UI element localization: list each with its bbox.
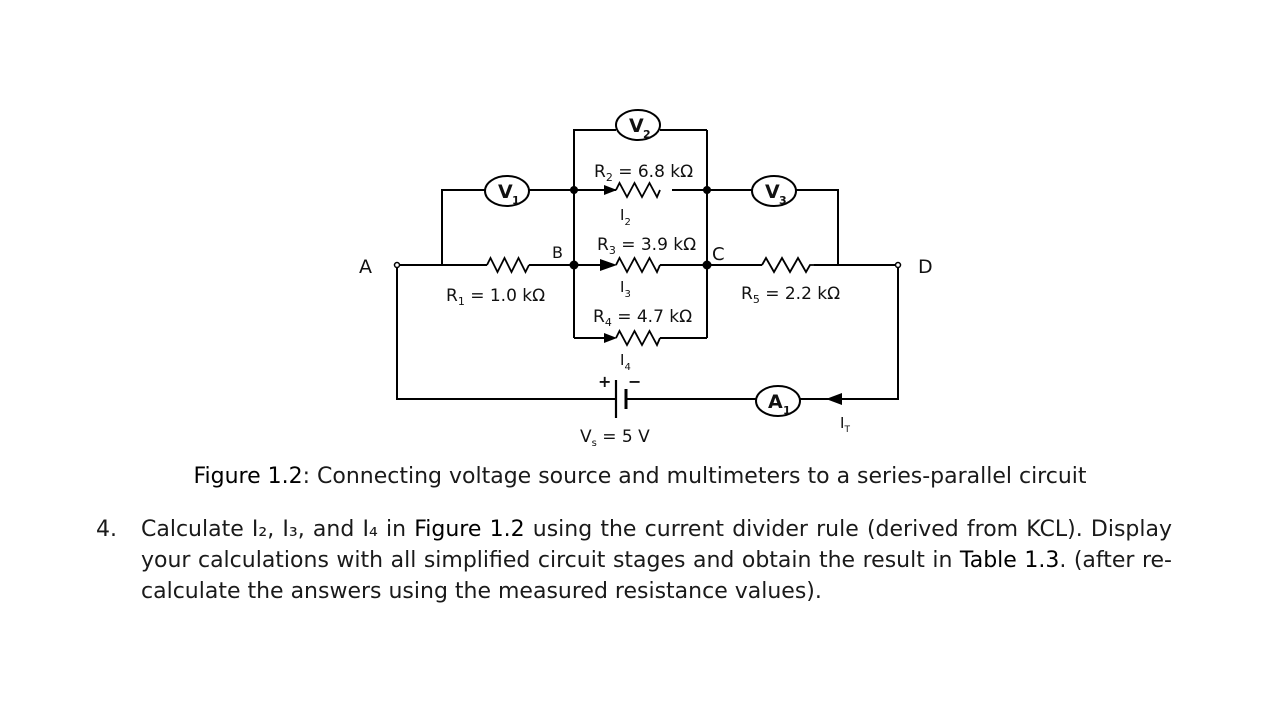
node-label-a: A <box>359 256 372 278</box>
battery-plus-label: + <box>598 372 611 391</box>
meter-label: V <box>498 181 513 203</box>
junction-dots <box>393 186 902 270</box>
question-number: 4. <box>96 517 117 542</box>
figure-reference: Figure 1.2 <box>414 517 525 542</box>
meter-label: V <box>765 181 780 203</box>
resistor-r4-label: R4 = 4.7 kΩ <box>593 307 692 329</box>
question-text-part3: . (after re-calculate the answers using … <box>141 548 1172 604</box>
resistor-r1-label: R1 = 1.0 kΩ <box>446 286 545 308</box>
resistor-r2-label: R2 = 6.8 kΩ <box>594 162 693 184</box>
resistor-r5-symbol <box>761 256 814 274</box>
circuit-wires <box>396 129 899 400</box>
node-label-b: B <box>552 243 563 262</box>
resistor-r3-symbol <box>615 256 661 275</box>
resistor-r1-symbol <box>486 255 530 275</box>
voltmeter-v3: V 3 <box>751 175 797 207</box>
meter-subscript: 2 <box>643 128 651 141</box>
question-4: 4. Calculate I₂, I₃, and I₄ in Figure 1.… <box>96 514 1172 607</box>
figure-caption: Figure 1.2: Connecting voltage source an… <box>0 462 1280 492</box>
battery-minus-label: − <box>628 372 641 391</box>
figure-caption-label: Figure 1.2 <box>193 464 303 489</box>
meter-subscript: 1 <box>512 194 520 207</box>
ammeter-a1: A 1 <box>755 385 801 417</box>
question-text-part1: Calculate I₂, I₃, and I₄ in <box>141 517 415 542</box>
source-voltage-label: Vs = 5 V <box>580 427 650 449</box>
current-label-i2: I2 <box>620 206 631 228</box>
resistor-r3-label: R3 = 3.9 kΩ <box>597 235 696 257</box>
circuit-diagram: + − V 1 V 2 V 3 A 1 A B C D R2 = 6.8 kΩ … <box>359 109 933 449</box>
question-text: Calculate I₂, I₃, and I₄ in Figure 1.2 u… <box>141 514 1172 607</box>
voltmeter-v2: V 2 <box>615 109 661 141</box>
meter-label: V <box>629 115 644 137</box>
meter-label: A <box>768 391 783 413</box>
node-label-d: D <box>918 256 933 278</box>
meter-subscript: 1 <box>783 404 791 417</box>
voltmeter-v1: V 1 <box>484 175 530 207</box>
current-label-i4: I4 <box>620 351 631 373</box>
battery-symbol: + − <box>598 372 641 418</box>
question-text-part2: using the current divider rule (derived … <box>141 517 1172 573</box>
current-label-i3: I3 <box>620 278 631 300</box>
node-label-c: C <box>712 244 725 265</box>
table-reference: Table 1.3 <box>959 548 1060 573</box>
resistor-r4-symbol <box>615 329 661 348</box>
resistor-r2-symbol <box>615 181 661 200</box>
figure-caption-text: : Connecting voltage source and multimet… <box>302 464 1087 489</box>
current-arrows <box>600 185 842 405</box>
resistor-r5-label: R5 = 2.2 kΩ <box>741 284 840 306</box>
meter-subscript: 3 <box>779 194 787 207</box>
current-label-it: IT <box>840 414 850 435</box>
